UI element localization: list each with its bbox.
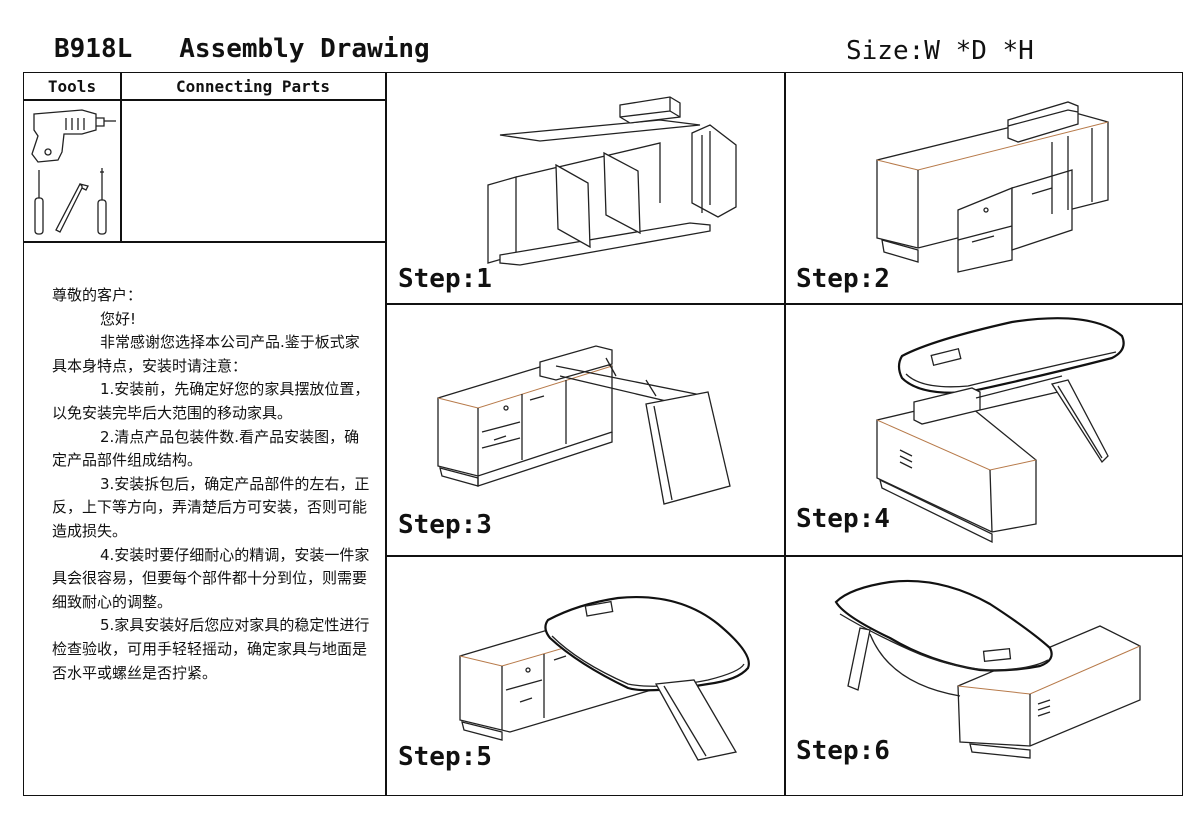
phillips-screwdriver-icon: [97, 168, 107, 235]
divider-tools-parts: [120, 72, 122, 242]
step-2-label: Step:2: [796, 264, 890, 294]
divider-tools-bottom: [23, 241, 385, 243]
step-6-illustration: [834, 579, 1141, 759]
notes-greeting: 尊敬的客户：: [52, 286, 143, 304]
notes-item-4: 4.安装时要仔细耐心的精调，安装一件家具会很容易，但要每个部件都十分到位，则需要…: [52, 545, 370, 611]
model-number: B918L: [54, 34, 133, 64]
step-3-label: Step:3: [398, 510, 492, 540]
screwdriver-icon: [34, 170, 44, 235]
notes-intro: 非常感谢您选择本公司产品.鉴于板式家具本身特点，安装时请注意：: [52, 333, 360, 375]
drawing-title: Assembly Drawing: [179, 34, 430, 64]
step-6-label: Step:6: [796, 736, 890, 766]
notes-item-2: 2.清点产品包装件数.看产品安装图，确定产品部件组成结构。: [52, 427, 360, 470]
notes-hello: 您好!: [100, 309, 137, 328]
step-5-label: Step:5: [398, 742, 492, 772]
notes-item-3: 3.安装拆包后，确定产品部件的左右，正反，上下等方向，弄清楚后方可安装，否则可能…: [52, 474, 370, 540]
size-label: Size:W *D *H: [846, 36, 1034, 66]
divider-center-column: [784, 72, 786, 796]
divider-row-2: [385, 555, 1183, 557]
step-4-label: Step:4: [796, 504, 890, 534]
divider-tools-header: [23, 99, 385, 101]
step-2-illustration: [876, 101, 1109, 273]
allen-key-icon: [55, 182, 89, 233]
step-3-illustration: [437, 345, 731, 505]
assembly-notes: 尊敬的客户： 您好! 非常感谢您选择本公司产品.鉴于板式家具本身特点，安装时请注…: [52, 284, 374, 685]
document-title: B918L Assembly Drawing: [54, 34, 430, 64]
tools-illustration: [31, 109, 116, 235]
step-1-illustration: [487, 96, 737, 266]
step-4-illustration: [876, 317, 1125, 544]
divider-row-1: [385, 303, 1183, 305]
tools-header: Tools: [47, 77, 97, 96]
notes-item-5: 5.家具安装好后您应对家具的稳定性进行检查验收，可用手轻轻摇动，确定家具与地面是…: [52, 616, 370, 682]
notes-item-1: 1.安装前，先确定好您的家具摆放位置，以免安装完毕后大范围的移动家具。: [52, 380, 370, 422]
divider-left-column: [385, 72, 387, 796]
step-5-illustration: [459, 595, 750, 761]
step-1-label: Step:1: [398, 264, 492, 294]
connecting-parts-header: Connecting Parts: [175, 77, 331, 96]
drill-icon: [31, 109, 116, 163]
drawing-frame: [23, 72, 1183, 796]
